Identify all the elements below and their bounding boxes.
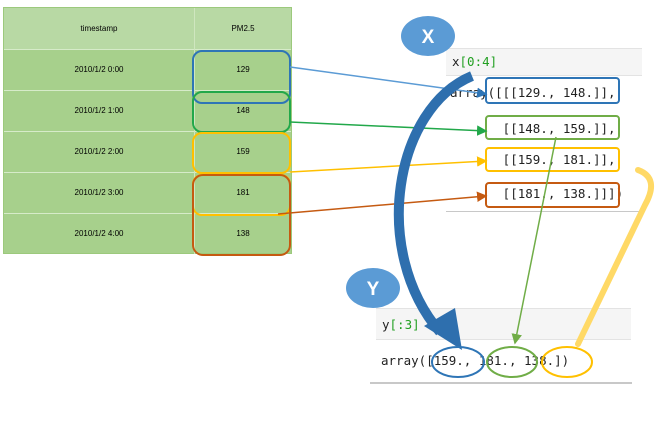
connector-row4 [277,191,488,215]
x-output-line: [[159., 181.]], [450,152,616,167]
table-row: 2010/1/2 2:00 159 [4,131,291,172]
x-badge-label: X [422,27,435,48]
connector-row2 [289,121,488,136]
y-slice: [:3] [389,317,420,332]
y-badge-label: Y [367,279,380,300]
timestamp-cell: 2010/1/2 1:00 [74,106,124,115]
header-pm25: PM2.5 [194,8,291,49]
highlight-box-159-181-lower [192,174,291,216]
x-slice: [0:4] [459,54,498,69]
x-output-line: [[181., 138.]]]) [450,186,624,201]
x-var: x [452,54,460,69]
y-connector-138 [575,167,655,347]
highlight-box-148-159 [192,91,291,133]
timestamp-cell: 2010/1/2 4:00 [74,229,124,238]
timestamp-cell: 2010/1/2 3:00 [74,188,124,197]
output-box-row4 [485,182,620,208]
pm25-cell: 138 [194,213,291,254]
highlight-box-181-138 [192,174,291,256]
pm25-cell: 159 [194,131,291,172]
x-badge [401,16,455,56]
y-circle-159 [431,346,485,378]
y-circle-138 [541,346,593,378]
table-header: timestamp PM2.5 [4,8,291,49]
header-timestamp: timestamp [80,24,118,33]
y-connector-181 [511,136,557,345]
highlight-box-129-148 [192,50,291,104]
x-output-line: [[148., 159.]], [450,121,616,136]
output-box-row1 [485,77,620,104]
y-circle-181 [486,346,538,378]
pm25-cell: 181 [194,172,291,213]
y-var: y [382,317,390,332]
connector-row3 [289,156,488,173]
timestamp-cell: 2010/1/2 0:00 [74,65,124,74]
data-table: timestamp PM2.5 2010/1/2 0:00 129 2010/1… [3,7,292,254]
table-row: 2010/1/2 1:00 148 [4,90,291,131]
y-value: 138. [524,353,555,368]
x-output-line: array([[[129., 148.]], [450,85,616,100]
table-row: 2010/1/2 0:00 129 [4,49,291,90]
timestamp-cell: 2010/1/2 2:00 [74,147,124,156]
output-box-row2 [485,115,620,140]
highlight-box-159-181 [192,132,291,174]
x-slice-input: x[0:4] [446,48,642,76]
pm25-cell: 148 [194,90,291,131]
x-output-panel: array([[[129., 148.]], [[148., 159.]], [… [446,78,642,212]
table-row: 2010/1/2 3:00 181 [4,172,291,213]
x-arrow-head [424,308,462,350]
pm25-cell: 129 [194,49,291,90]
y-badge [346,268,400,308]
y-value: 159. [433,353,464,368]
x-curved-arrow [393,71,475,336]
table-row: 2010/1/2 4:00 138 [4,213,291,254]
